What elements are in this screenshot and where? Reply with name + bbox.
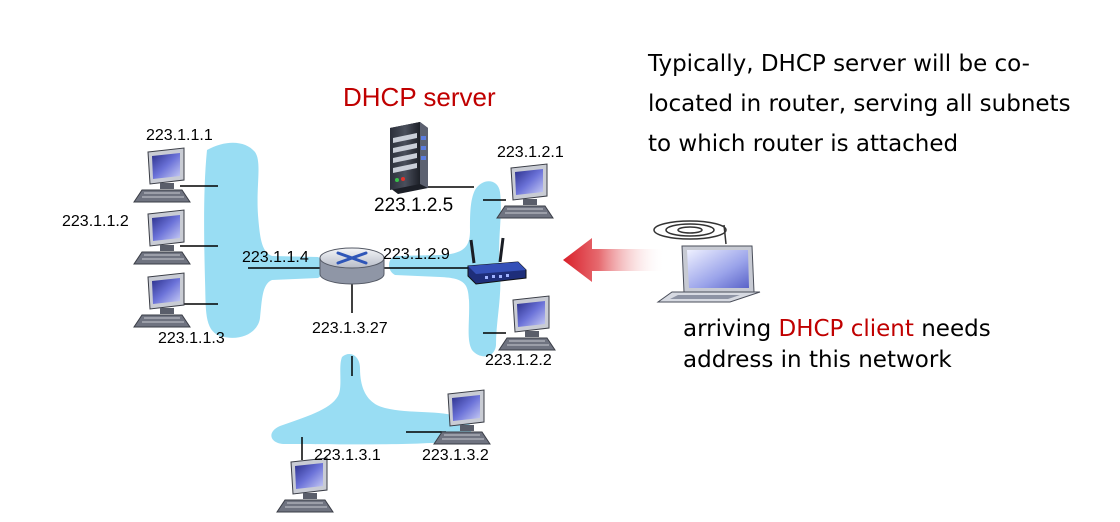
subnet-223-1-2-blob xyxy=(389,181,501,357)
note-suffix: needs xyxy=(913,316,991,342)
host-223-1-2-1-computer-icon xyxy=(496,163,554,219)
note-line: Typically, DHCP server will be co- xyxy=(648,51,1030,77)
ip-label-223-1-1-1: 223.1.1.1 xyxy=(146,127,213,144)
subnet-223-1-1-blob xyxy=(204,142,324,338)
host-223-1-2-2-computer-icon xyxy=(498,295,556,351)
ip-label-223-1-3-1: 223.1.3.1 xyxy=(314,447,381,464)
dhcp-client-laptop-icon xyxy=(656,245,761,303)
note-line: to which router is attached xyxy=(648,131,959,157)
server-ip-label: 223.1.2.5 xyxy=(374,195,453,216)
note-line: arriving DHCP client needs xyxy=(683,314,991,345)
ip-label-223-1-2-9: 223.1.2.9 xyxy=(383,246,450,263)
note-line: address in this network xyxy=(683,347,952,373)
subnet-223-1-3-blob xyxy=(271,354,472,445)
wifi-signal-icon xyxy=(653,220,727,245)
ip-label-223-1-2-1: 223.1.2.1 xyxy=(497,144,564,161)
wireless-access-point-icon xyxy=(467,237,527,285)
dhcp-colocation-note: Typically, DHCP server will be co- locat… xyxy=(648,44,1071,164)
ip-label-223-1-1-4: 223.1.1.4 xyxy=(242,249,309,266)
ip-label-223-1-2-2: 223.1.2.2 xyxy=(485,352,552,369)
ip-label-223-1-1-3: 223.1.1.3 xyxy=(158,330,225,347)
ip-label-223-1-3-27: 223.1.3.27 xyxy=(312,320,388,337)
note-prefix: arriving xyxy=(683,316,779,342)
host-223-1-3-1-computer-icon xyxy=(276,457,334,513)
ip-label-223-1-1-2: 223.1.1.2 xyxy=(62,213,129,230)
dhcp-server-label: DHCP server xyxy=(343,82,496,112)
dhcp-client-note: arriving DHCP client needs address in th… xyxy=(683,314,991,376)
note-line: located in router, serving all subnets xyxy=(648,91,1071,117)
host-223-1-1-1-computer-icon xyxy=(133,147,191,203)
host-223-1-1-3-computer-icon xyxy=(133,272,191,328)
client-arrow xyxy=(563,238,665,282)
host-223-1-1-2-computer-icon xyxy=(133,209,191,265)
dhcp-server-icon xyxy=(390,122,428,194)
ip-label-223-1-3-2: 223.1.3.2 xyxy=(422,447,489,464)
links xyxy=(180,185,506,460)
router-icon xyxy=(319,247,385,285)
dhcp-client-highlight: DHCP client xyxy=(778,316,914,342)
